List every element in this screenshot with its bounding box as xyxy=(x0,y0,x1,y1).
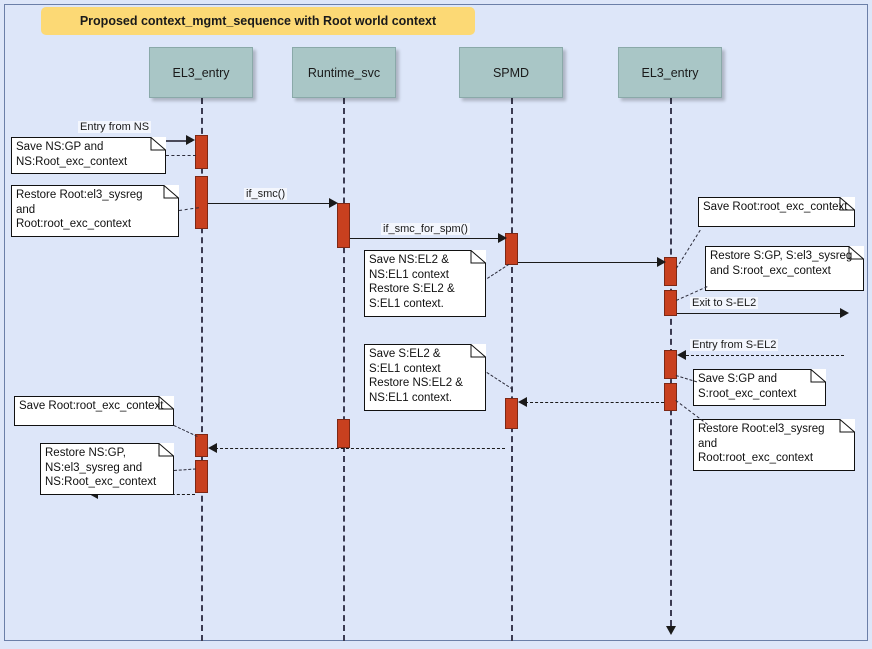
activation-bar xyxy=(664,257,677,286)
message-line-if-smc-for-spm xyxy=(350,238,502,239)
activation-bar xyxy=(505,233,518,265)
diagram-frame xyxy=(4,4,868,641)
activation-bar xyxy=(337,203,350,248)
activation-bar xyxy=(337,419,350,448)
note-shape-icon xyxy=(698,197,855,227)
message-line-spmd-to-el3-entry-s xyxy=(518,262,661,263)
note-save-ns-el2-restore-s-el2: Save NS:EL2 & NS:EL1 context Restore S:E… xyxy=(364,250,486,317)
diagram-title-text: Proposed context_mgmt_sequence with Root… xyxy=(79,14,437,28)
message-label-if-smc: if_smc() xyxy=(244,188,288,200)
activation-bar xyxy=(505,398,518,429)
lifeline-runtime-svc xyxy=(343,98,345,641)
message-arrow-icon xyxy=(186,135,195,145)
note-save-s-gp: Save S:GP and S:root_exc_context xyxy=(693,369,826,406)
diagram-title-banner: Proposed context_mgmt_sequence with Root… xyxy=(41,7,475,35)
message-arrow-icon xyxy=(840,308,849,318)
note-shape-icon xyxy=(364,344,486,411)
activation-bar xyxy=(195,176,208,229)
message-line-el3-entry-s-to-spmd xyxy=(525,402,664,403)
activation-bar xyxy=(195,434,208,457)
participant-label: EL3_entry xyxy=(641,65,699,80)
note-text: Save NS:EL2 & NS:EL1 context Restore S:E… xyxy=(369,254,455,310)
lifeline-spmd xyxy=(511,98,513,641)
note-restore-root-el3-sysreg-right: Restore Root:el3_sysreg and Root:root_ex… xyxy=(693,419,855,471)
note-restore-root-el3-sysreg: Restore Root:el3_sysreg and Root:root_ex… xyxy=(11,185,179,237)
message-arrow-icon xyxy=(518,397,527,407)
message-label-entry-from-ns: Entry from NS xyxy=(78,121,152,133)
message-arrow-icon xyxy=(657,257,666,267)
message-line-exit-to-s-el2 xyxy=(677,313,844,314)
participant-label: Runtime_svc xyxy=(307,65,381,80)
note-text: Save NS:GP and NS:Root_exc_context xyxy=(16,141,128,168)
note-save-ns-gp: Save NS:GP and NS:Root_exc_context xyxy=(11,137,166,174)
note-shape-icon xyxy=(364,250,486,317)
note-leader-line xyxy=(166,155,196,156)
note-text: Restore Root:el3_sysreg and Root:root_ex… xyxy=(16,189,143,230)
note-text: Restore Root:el3_sysreg and Root:root_ex… xyxy=(698,423,825,464)
activation-bar xyxy=(664,383,677,411)
note-text: Restore S:GP, S:el3_sysreg and S:root_ex… xyxy=(710,250,853,277)
message-line-if-smc xyxy=(208,203,332,204)
note-restore-ns-gp: Restore NS:GP, NS:el3_sysreg and NS:Root… xyxy=(40,443,174,495)
activation-bar xyxy=(664,350,677,379)
message-arrow-icon xyxy=(329,198,338,208)
lifeline-el3-entry-ns xyxy=(201,98,203,641)
message-label-entry-from-s-el2: Entry from S-EL2 xyxy=(690,339,779,351)
note-text: Save S:EL2 & S:EL1 context Restore NS:EL… xyxy=(369,348,463,404)
note-shape-icon xyxy=(693,369,826,406)
message-arrow-icon xyxy=(677,350,686,360)
note-shape-icon xyxy=(11,185,179,237)
message-arrow-icon xyxy=(208,443,217,453)
note-text: Save Root:root_exc_context xyxy=(19,400,164,412)
message-arrow-icon xyxy=(498,233,507,243)
participant-el3-entry-s[interactable]: EL3_entry xyxy=(618,47,722,98)
note-shape-icon xyxy=(693,419,855,471)
participant-label: SPMD xyxy=(492,65,530,80)
participant-el3-entry-ns[interactable]: EL3_entry xyxy=(149,47,253,98)
note-shape-icon xyxy=(40,443,174,495)
message-line-entry-from-s-el2 xyxy=(681,355,844,356)
message-label-exit-to-s-el2: Exit to S-EL2 xyxy=(690,297,759,309)
note-text: Restore NS:GP, NS:el3_sysreg and NS:Root… xyxy=(45,447,157,488)
message-label-if-smc-for-spm: if_smc_for_spm() xyxy=(381,223,470,235)
note-save-root-exc-context-bottom: Save Root:root_exc_context xyxy=(14,396,174,426)
participant-label: EL3_entry xyxy=(172,65,230,80)
activation-bar xyxy=(664,290,677,316)
note-save-root-exc-context-top: Save Root:root_exc_context xyxy=(698,197,855,227)
note-shape-icon xyxy=(705,246,864,291)
note-text: Save Root:root_exc_context xyxy=(703,201,848,213)
note-shape-icon xyxy=(11,137,166,174)
lifeline-end-arrow-icon xyxy=(666,626,676,635)
note-restore-s-gp: Restore S:GP, S:el3_sysreg and S:root_ex… xyxy=(705,246,864,291)
note-save-s-el2-restore-ns-el2: Save S:EL2 & S:EL1 context Restore NS:EL… xyxy=(364,344,486,411)
participant-runtime-svc[interactable]: Runtime_svc xyxy=(292,47,396,98)
note-text: Save S:GP and S:root_exc_context xyxy=(698,373,797,400)
activation-bar xyxy=(195,460,208,493)
participant-spmd[interactable]: SPMD xyxy=(459,47,563,98)
activation-bar xyxy=(195,135,208,169)
note-shape-icon xyxy=(14,396,174,426)
message-line-spmd-to-el3-entry-ns xyxy=(215,448,505,449)
